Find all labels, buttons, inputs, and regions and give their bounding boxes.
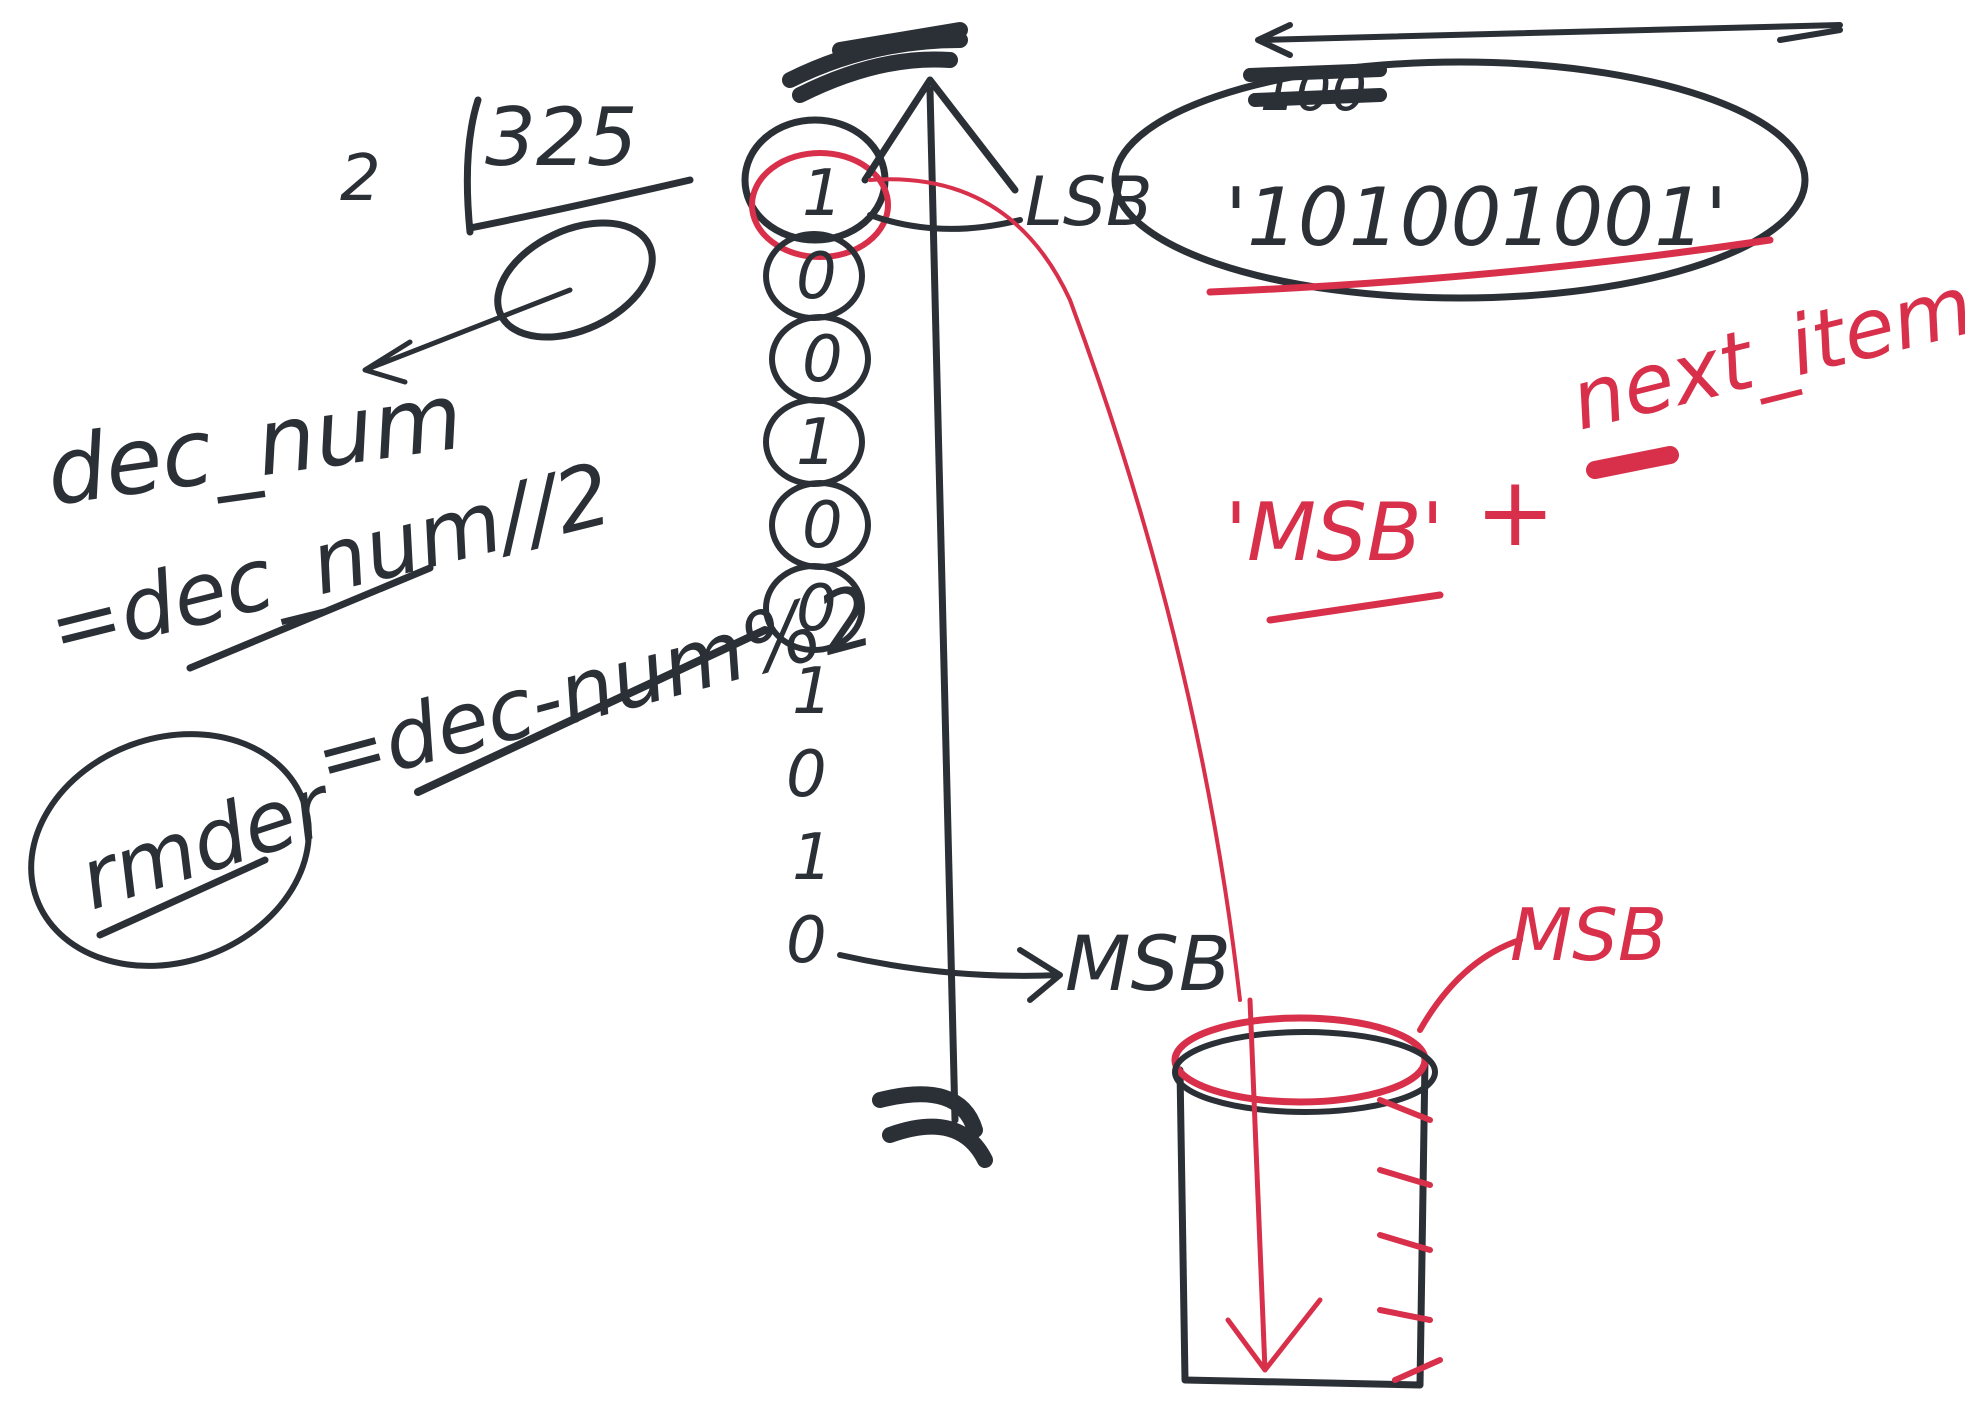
binary-result-circle bbox=[1111, 58, 1809, 302]
binary-red-underline bbox=[1206, 236, 1774, 296]
binary-result: '101001001' bbox=[1225, 171, 1727, 264]
dividend-label: 325 bbox=[485, 91, 638, 184]
remainder-digit: 0 bbox=[802, 323, 843, 397]
divisor-label: 2 bbox=[340, 142, 381, 216]
concat-scribble bbox=[1586, 446, 1679, 479]
lsb-annotation: LSB 100 '101001001' bbox=[867, 22, 1843, 302]
stack-push-arrow bbox=[1225, 997, 1323, 1373]
remainder-digit: 1 bbox=[792, 821, 833, 895]
rmder-label: rmder bbox=[68, 755, 346, 929]
msb-label: MSB bbox=[1065, 919, 1231, 1008]
rmder-circle bbox=[28, 731, 312, 969]
concat-msb-underline bbox=[1266, 591, 1444, 624]
remainder-digit: 0 bbox=[786, 904, 827, 978]
lsb-circle-red bbox=[749, 150, 891, 260]
remainder-digit: 1 bbox=[792, 655, 833, 729]
read-order-arrow bbox=[861, 76, 1019, 1124]
remainder-underline bbox=[414, 626, 769, 796]
msb-annotation: MSB bbox=[837, 919, 1231, 1008]
lsb-arrow bbox=[867, 212, 1023, 232]
quotient-circle bbox=[494, 219, 656, 341]
remainder-digit: 0 bbox=[802, 489, 843, 563]
stack-walls bbox=[1176, 1056, 1429, 1389]
concat-expression: 'MSB' + next_item' bbox=[1225, 253, 1965, 624]
remainder-digit: 1 bbox=[802, 157, 843, 231]
scribble-top bbox=[782, 22, 968, 103]
division-underline bbox=[466, 176, 694, 232]
quotient-underline bbox=[186, 564, 434, 672]
division-group: 2 325 dec_num =dec_num//2 bbox=[39, 91, 694, 680]
remainder-digit: 1 bbox=[796, 406, 837, 480]
stack-msb-label: MSB bbox=[1510, 893, 1667, 977]
concat-msb: 'MSB' bbox=[1225, 486, 1444, 579]
digit-circle bbox=[763, 563, 865, 653]
msb-arrow bbox=[837, 947, 1063, 1003]
lsb-to-stack-curve bbox=[868, 177, 1242, 1002]
stack-top-black bbox=[1172, 1029, 1438, 1115]
dec-num-arrow bbox=[362, 287, 573, 385]
lsb-label: LSB bbox=[1025, 163, 1153, 242]
concat-plus: + bbox=[1475, 456, 1555, 568]
stack-bucket: MSB bbox=[1171, 893, 1667, 1389]
remainder-digit: 0 bbox=[786, 738, 827, 812]
rmder-underline bbox=[96, 856, 269, 939]
stack-msb-leader bbox=[1417, 937, 1523, 1033]
stack-ticks bbox=[1377, 1097, 1443, 1383]
up-arrow-shaft bbox=[926, 86, 959, 1124]
up-arrow-head bbox=[861, 76, 1019, 194]
top-double-arrow bbox=[1255, 22, 1843, 58]
scribble-bottom bbox=[872, 1086, 993, 1168]
remainder-digit: 0 bbox=[796, 240, 837, 314]
remainder-digit: 0 bbox=[796, 572, 837, 646]
strike-scribble bbox=[1243, 63, 1387, 107]
division-bracket bbox=[463, 96, 482, 236]
